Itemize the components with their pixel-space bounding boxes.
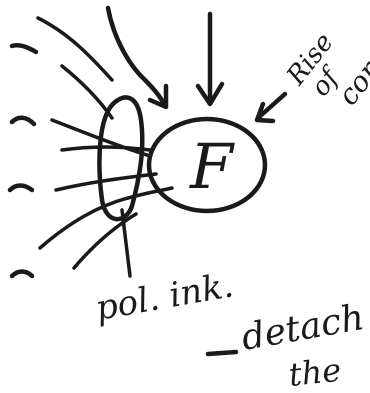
tick-1: [12, 45, 36, 52]
fan-line-1: [38, 18, 112, 80]
fan-line-5: [62, 147, 150, 150]
arrow-curve-top-left: [108, 8, 164, 104]
pol-ink-label: pol. ink.: [93, 265, 237, 329]
detach-label-top: detach: [238, 297, 367, 359]
fan-line-4: [56, 174, 156, 190]
center-label: F: [189, 130, 235, 203]
rise-of-con-label: Rise of con: [281, 20, 370, 125]
tick-2: [12, 118, 34, 124]
fan-line-6: [40, 188, 172, 248]
tick-4: [12, 272, 32, 277]
tick-3: [10, 186, 32, 191]
detach-label-bottom: the: [287, 351, 343, 393]
detach-dash: [208, 352, 236, 354]
